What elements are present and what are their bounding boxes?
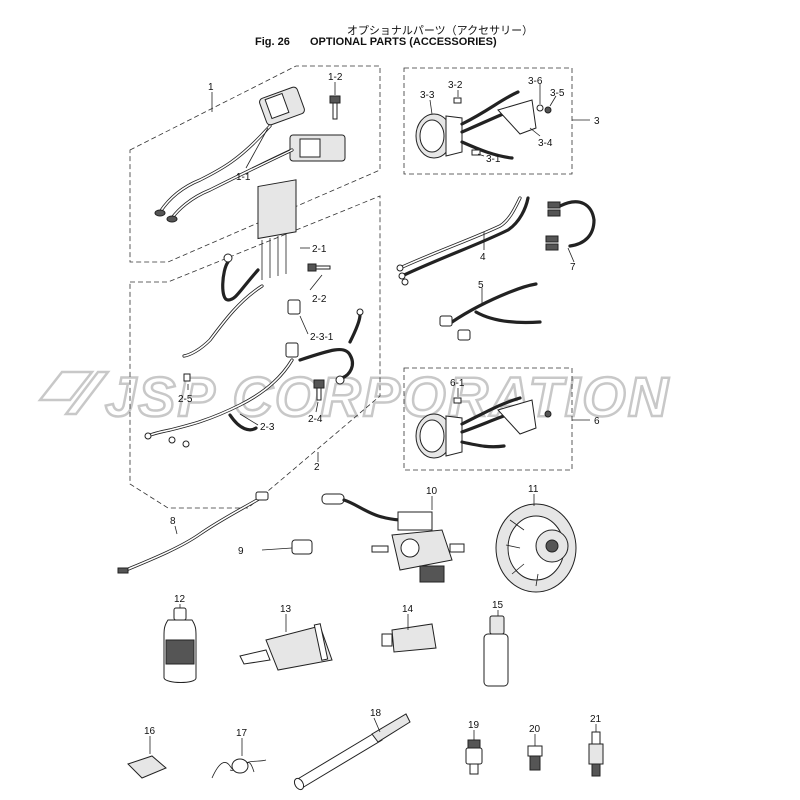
group-6-box <box>403 367 573 471</box>
callout-1-2: 1-2 <box>328 72 343 83</box>
part-18-drive-shaft <box>293 713 411 791</box>
part-3-5-screw <box>544 106 552 114</box>
callout-5: 5 <box>478 280 484 291</box>
callout-labels: 1 1-2 1-1 2-1 2-2 2-3-1 2-3 2-4 2-5 2 3-… <box>144 72 602 739</box>
part-17-spring <box>211 758 267 779</box>
callout-2-1: 2-1 <box>312 244 327 255</box>
group-2-box <box>129 195 381 509</box>
part-1-2-bolt <box>329 95 341 120</box>
callout-6: 6 <box>594 416 600 427</box>
part-6-1-plug <box>453 397 462 404</box>
part-2-1-rectifier <box>182 179 297 358</box>
watermark-text: JSP CORPORATION <box>105 365 670 428</box>
callout-13: 13 <box>280 604 292 615</box>
callout-9: 9 <box>238 546 244 557</box>
part-2-5-clip <box>183 373 191 382</box>
callout-15: 15 <box>492 600 504 611</box>
callout-3-5: 3-5 <box>550 88 565 99</box>
part-11-flywheel <box>495 503 577 593</box>
part-1-1-coils <box>154 86 346 223</box>
callout-3-3: 3-3 <box>420 90 435 101</box>
part-21-spark-plug <box>588 731 604 777</box>
part-4-extension-harness <box>396 196 530 286</box>
part-16-anode <box>127 755 167 779</box>
part-3-3-trim-meter <box>415 90 537 160</box>
callout-7: 7 <box>570 262 576 273</box>
group-3-box <box>403 67 573 175</box>
callout-17: 17 <box>236 728 248 739</box>
callout-11: 11 <box>528 484 539 495</box>
title-japanese: オプショナルパーツ（アクセサリー） <box>346 24 534 37</box>
figure-number: Fig. 26 <box>255 36 290 48</box>
callout-1-1: 1-1 <box>236 172 251 183</box>
callout-4: 4 <box>480 252 486 263</box>
callout-3-6: 3-6 <box>528 76 543 87</box>
part-15-paint-bottle <box>483 615 509 687</box>
part-2-2-bolt <box>307 263 331 272</box>
group-1-box <box>129 65 381 263</box>
part-8-harness <box>117 491 269 574</box>
part-2-4-bolt <box>313 379 325 401</box>
callout-2-3: 2-3 <box>260 422 275 433</box>
part-12-oil-bottle <box>163 607 197 683</box>
callout-18: 18 <box>370 708 382 719</box>
part-14-small-tube <box>381 623 437 653</box>
callout-2-2: 2-2 <box>312 294 327 305</box>
figure-title: OPTIONAL PARTS (ACCESSORIES) <box>310 36 497 48</box>
part-3-2-plug <box>453 97 462 104</box>
callout-21: 21 <box>590 714 602 725</box>
callout-3-1: 3-1 <box>486 154 501 165</box>
part-9-plug <box>261 539 313 555</box>
callout-20: 20 <box>529 724 541 735</box>
callout-3-4: 3-4 <box>538 138 553 149</box>
callout-2-3-1: 2-3-1 <box>310 332 334 343</box>
callout-2: 2 <box>314 462 320 473</box>
part-3-6-nut <box>536 104 544 112</box>
part-5-harness <box>439 282 542 341</box>
part-2-3-harness <box>144 308 364 448</box>
callout-19: 19 <box>468 720 480 731</box>
part-13-grease-tube <box>239 623 333 671</box>
part-20-fitting <box>527 745 543 771</box>
part-6-trim-meter <box>415 396 552 459</box>
callout-3-2: 3-2 <box>448 80 463 91</box>
callout-1: 1 <box>208 82 214 93</box>
callout-8: 8 <box>170 516 176 527</box>
callout-2-4: 2-4 <box>308 414 323 425</box>
callout-16: 16 <box>144 726 156 737</box>
callout-6-1: 6-1 <box>450 378 465 389</box>
part-2-3-1-connector <box>285 299 301 358</box>
part-10-fuel-primer <box>321 493 465 583</box>
callout-2-5: 2-5 <box>178 394 193 405</box>
callout-3: 3 <box>594 116 600 127</box>
callout-14: 14 <box>402 604 414 615</box>
part-3-1-plug <box>471 149 481 156</box>
part-7-connectors <box>545 200 596 251</box>
callout-10: 10 <box>426 486 438 497</box>
watermark-logo: JSP CORPORATION <box>37 364 670 429</box>
callout-12: 12 <box>174 594 186 605</box>
part-19-fitting <box>465 739 483 775</box>
